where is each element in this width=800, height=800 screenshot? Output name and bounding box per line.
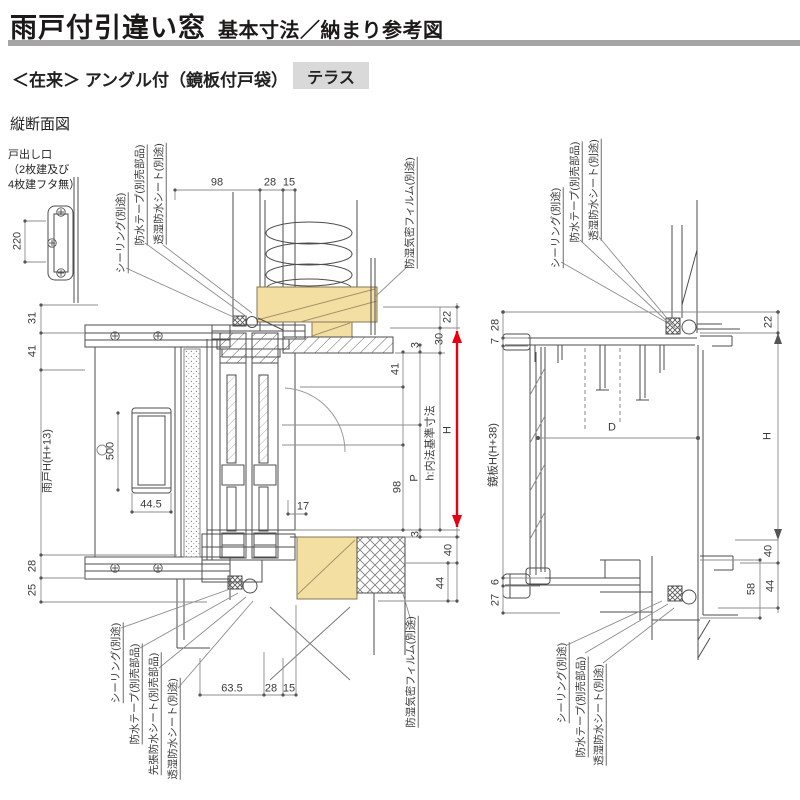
- dim-kagami-h: 鏡板H(H+38): [487, 423, 500, 487]
- dim-220: 220: [11, 231, 24, 251]
- dim-22-r: 22: [762, 315, 775, 329]
- right-section-view: [502, 200, 740, 660]
- callout-sealing-bottom: シーリング(別途): [109, 622, 124, 704]
- dim-40-r: 40: [762, 544, 775, 558]
- dim-41-left: 41: [26, 344, 39, 358]
- wall-bottom: [697, 345, 738, 660]
- callout-sheet-bottom: 透湿防水シート(別途): [166, 678, 181, 780]
- left-section-view: [47, 177, 406, 681]
- dim-28-r: 28: [489, 318, 502, 332]
- page-header: 雨戸付引違い窓 基本寸法／納まり参考図: [10, 6, 444, 45]
- dim-22-right: 22: [441, 310, 454, 324]
- dim-44-r: 44: [764, 579, 777, 593]
- glass-outer: [226, 374, 237, 464]
- sliding-sashes: [206, 332, 346, 560]
- leader-lines-top-left: [125, 242, 253, 321]
- bottom-sealant: [667, 585, 683, 602]
- door-outlet-note-line2: （2枚建及び: [8, 164, 70, 176]
- backer-rod: [242, 578, 258, 594]
- wood-lintel-blocks: [256, 286, 378, 338]
- dim-98-right: 98: [391, 480, 404, 494]
- page-subtitle: 基本寸法／納まり参考図: [218, 20, 444, 42]
- dim-58-r: 58: [745, 582, 758, 596]
- terrace-badge: テラス: [293, 62, 369, 89]
- callout-tape-top-r: 防水テープ(別売部品): [568, 141, 583, 243]
- callout-sakibari-bottom: 先張防水シート(別売部品): [147, 652, 162, 776]
- dim-31: 31: [26, 311, 39, 325]
- floor-structure: [269, 529, 406, 681]
- leader-lines-top-right: [560, 236, 677, 330]
- dim-17: 17: [296, 500, 310, 513]
- dim-41-right: 41: [389, 362, 402, 376]
- backer-rod: [681, 319, 697, 335]
- callout-sealing-top: シーリング(別途): [114, 192, 129, 274]
- dim-7-r: 7: [489, 337, 502, 345]
- dim-44-5: 44.5: [140, 498, 162, 511]
- leader-film-bottom: [402, 593, 413, 625]
- sill-sealant: [227, 575, 243, 590]
- h-dimension-arrow: [452, 330, 462, 528]
- callout-tape-bottom: 防水テープ(別売部品): [128, 643, 143, 745]
- backer-rod: [681, 589, 697, 605]
- dim-depth-d: D: [608, 421, 616, 434]
- leader-lines-bottom-right: [566, 600, 675, 664]
- dim-30: 30: [433, 332, 446, 346]
- right-view-dimensions: [501, 236, 782, 664]
- door-outlet-note-line3: 4枚建フタ無）: [8, 179, 81, 191]
- backer-rod: [246, 316, 258, 328]
- dim-28-top: 28: [263, 176, 277, 189]
- dim-amado-h: 雨戸H(H+13): [41, 429, 54, 493]
- dim-40: 40: [442, 543, 455, 557]
- dim-p: P: [408, 474, 421, 482]
- box-head-rail: [502, 333, 697, 430]
- wall-above: [232, 190, 394, 354]
- section-view-label: 縦断面図: [10, 116, 71, 133]
- dim-27-r: 27: [489, 593, 502, 607]
- dim-28-left: 28: [26, 559, 39, 573]
- dim-28-bottom: 28: [264, 682, 278, 695]
- dim-ticks: [501, 310, 780, 620]
- dim-h: H: [441, 426, 454, 434]
- dim-500: 500: [104, 441, 117, 461]
- door-outlet-detail: [47, 177, 79, 303]
- glass-inner: [258, 374, 269, 464]
- dim-98-top: 98: [210, 176, 224, 189]
- left-view-dimensions: [23, 188, 460, 697]
- packing-strip: [183, 348, 201, 558]
- callout-sheet-top: 透湿防水シート(別途): [152, 143, 167, 245]
- leader-film-top: [374, 265, 409, 298]
- dim-15-top: 15: [282, 176, 296, 189]
- mirror-panel: [525, 347, 551, 585]
- head-sealant: [232, 315, 247, 327]
- wall-top: [671, 200, 698, 333]
- dim-15-bottom: 15: [282, 682, 296, 695]
- dim-h-base: h:内法基準寸法: [424, 405, 437, 481]
- dim-h-r: H: [761, 432, 774, 440]
- callout-film-top: 防湿気密フィルム(別途): [403, 157, 418, 269]
- dim-3-bottom: 3: [409, 530, 422, 538]
- dim-63-5: 63.5: [221, 682, 243, 695]
- lintel-hatch: [282, 336, 394, 354]
- callout-film-bottom: 防湿気密フィルム(別途): [404, 616, 419, 728]
- dim-6-r: 6: [489, 578, 502, 586]
- dim-3-top: 3: [409, 341, 422, 349]
- window-sill: [201, 529, 296, 594]
- leader-lines-bottom-left: [120, 588, 254, 689]
- dim-25: 25: [26, 583, 39, 597]
- door-outlet-note-line1: 戸出し口: [8, 149, 52, 161]
- dim-ticks: [23, 188, 459, 697]
- callout-sealing-bottom-r: シーリング(別途): [555, 642, 570, 724]
- callout-sealing-top-r: シーリング(別途): [549, 187, 564, 269]
- shutter-box: [84, 324, 231, 649]
- callout-tape-bottom-r: 防水テープ(別売部品): [574, 656, 589, 758]
- variant-label: ＜在来＞ アングル付（鏡板付戸袋）: [12, 71, 289, 90]
- callout-sheet-top-r: 透湿防水シート(別途): [587, 139, 602, 241]
- callout-tape-top: 防水テープ(別売部品): [133, 144, 148, 246]
- dim-44: 44: [434, 576, 447, 590]
- page-title: 雨戸付引違い窓: [10, 13, 206, 43]
- pull-handle: [96, 407, 172, 494]
- title-rule: [8, 40, 800, 46]
- callout-sheet-bottom-r: 透湿防水シート(別途): [592, 664, 607, 766]
